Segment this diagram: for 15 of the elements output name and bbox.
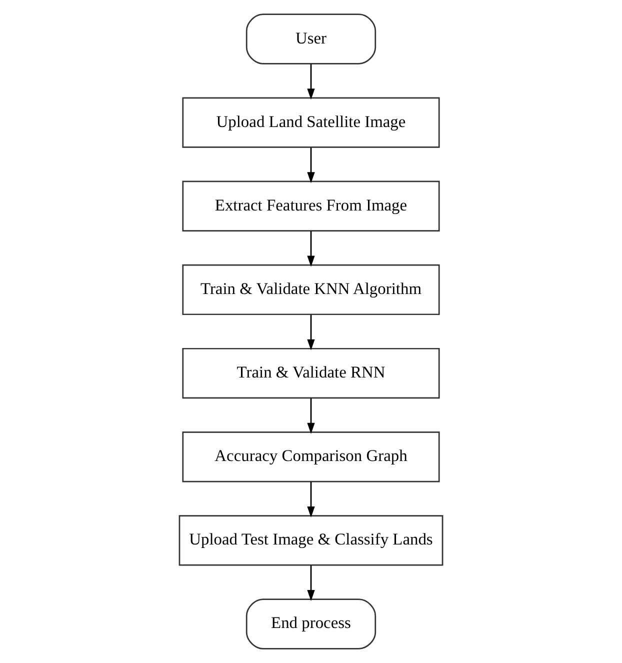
arrow [307, 398, 315, 434]
node-box: Accuracy Comparison Graph [182, 432, 440, 482]
node-box: End process [246, 598, 376, 650]
arrow [307, 482, 315, 518]
arrow [307, 314, 315, 350]
node-box: Upload Land Satellite Image [182, 97, 440, 148]
arrow [307, 566, 315, 602]
node-box: Train & Validate KNN Algorithm [182, 264, 440, 316]
node-box: Extract Features From Image [182, 180, 440, 232]
node-box: User [246, 14, 376, 64]
arrow [307, 64, 315, 100]
arrow [307, 231, 315, 267]
node-box: Upload Test Image & Classify Lands [178, 515, 444, 566]
arrow [307, 148, 315, 184]
node-box: Train & Validate RNN [182, 348, 440, 399]
